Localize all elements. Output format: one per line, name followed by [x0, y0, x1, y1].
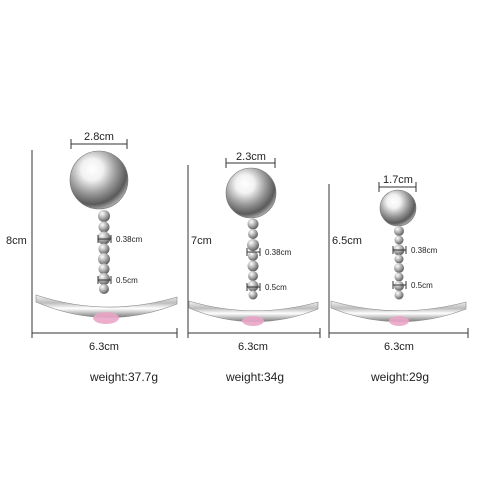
ball-head [225, 167, 277, 219]
head-diameter-label: 2.8cm [84, 131, 114, 143]
bead-stem [247, 218, 259, 300]
pink-gem [242, 316, 264, 326]
bead-small-label: 0.5cm [116, 276, 138, 285]
bead-stem [97, 210, 111, 294]
bead-small-label: 0.5cm [411, 281, 433, 290]
base-bar [188, 300, 319, 323]
pink-gem [93, 312, 119, 324]
base-width-label: 6.3cm [238, 341, 268, 353]
length-label: 8cm [6, 235, 27, 247]
bead-large-label: 0.38cm [116, 235, 143, 244]
weight-label: weight:37.7g [89, 370, 158, 384]
base-width-label: 6.3cm [89, 341, 119, 353]
length-label: 6.5cm [332, 235, 362, 247]
base-width-label: 6.3cm [384, 341, 414, 353]
pink-gem [389, 316, 409, 326]
length-label: 7cm [191, 235, 212, 247]
head-diameter-label: 1.7cm [383, 174, 413, 186]
head-diameter-label: 2.3cm [236, 151, 266, 163]
product-medium: 2.3cm 7cm 0.38cm 0.5cm 6.3cm weight:34g [187, 151, 321, 384]
bead-large-label: 0.38cm [265, 248, 292, 257]
base-bar [330, 300, 467, 323]
bead-small-label: 0.5cm [265, 283, 287, 292]
ball-head [69, 150, 129, 210]
ball-head [379, 189, 417, 227]
bead-large-label: 0.38cm [411, 246, 438, 255]
bead-stem [393, 226, 405, 300]
base-bar [35, 294, 178, 318]
weight-label: weight:29g [370, 370, 429, 384]
weight-label: weight:34g [225, 370, 284, 384]
product-large: 2.8cm 8cm 0.38cm 0.5cm [6, 131, 178, 384]
product-small: 1.7cm 6.5cm 0.38cm 0.5cm 6.3cm weight:29… [328, 174, 469, 384]
